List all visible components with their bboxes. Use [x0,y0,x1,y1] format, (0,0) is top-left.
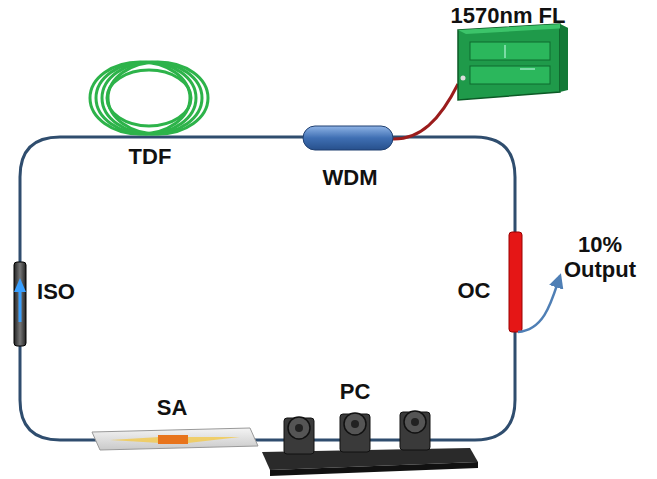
component-label: PC [340,379,371,404]
isolator [14,262,26,346]
output-arrow [518,276,560,332]
component-label: TDF [129,144,172,169]
component-label: WDM [323,165,378,190]
polarization-controller [262,411,478,476]
component-label: 10% Output [560,232,640,283]
pump-cable [392,84,458,139]
saturable-absorber [92,428,258,450]
wdm-coupler [303,126,393,150]
fiber-coil [90,62,208,134]
fiber-ring [20,137,515,440]
output-coupler [509,232,522,332]
pump-laser-box [458,24,568,100]
component-label: 1570nm FL [451,3,566,28]
component-label: OC [458,278,491,303]
component-label: SA [157,395,188,420]
component-label: ISO [37,279,75,304]
